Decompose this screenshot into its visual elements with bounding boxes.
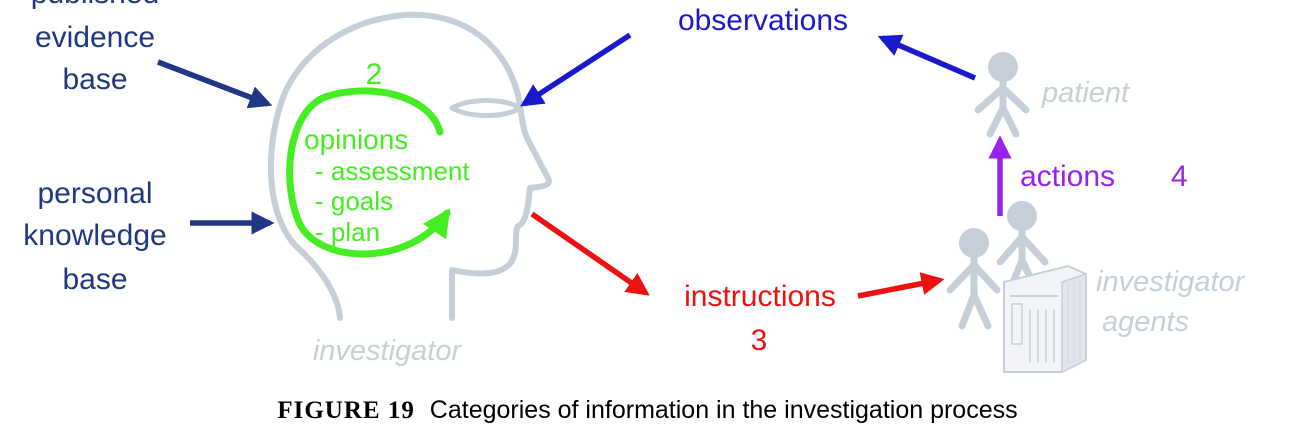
investigator-label: investigator bbox=[313, 335, 463, 367]
observations-label: observations bbox=[678, 4, 848, 37]
published-label-line3: base bbox=[62, 63, 127, 96]
computer-server-icon bbox=[1003, 264, 1087, 374]
instructions-arrow-in bbox=[530, 211, 650, 296]
patient-label: patient bbox=[1041, 77, 1131, 109]
published-label-line1: published bbox=[31, 0, 159, 10]
plan-label: - plan bbox=[315, 217, 380, 247]
cycle-arrow-icon bbox=[286, 87, 451, 258]
opinions-label: opinions bbox=[304, 124, 408, 155]
goals-label: - goals bbox=[315, 186, 393, 216]
instructions-arrow-out bbox=[857, 272, 945, 299]
instructions-number: 3 bbox=[751, 324, 768, 357]
personal-label-line3: base bbox=[62, 263, 127, 296]
patient-figure-icon bbox=[974, 52, 1030, 138]
actions-number: 4 bbox=[1171, 160, 1188, 193]
figure-number: FIGURE 19 bbox=[277, 397, 415, 424]
published-evidence-arrow bbox=[157, 59, 273, 109]
caption-text: Categories of information in the investi… bbox=[429, 396, 1018, 424]
instructions-label: instructions bbox=[684, 280, 836, 313]
published-label-line2: evidence bbox=[35, 21, 155, 54]
actions-label: actions bbox=[1020, 160, 1115, 193]
figure-caption: FIGURE 19 Categories of information in t… bbox=[0, 396, 1295, 425]
patient-observation-arrow bbox=[877, 34, 977, 81]
head-outline-icon bbox=[267, 11, 552, 321]
personal-label-line1: personal bbox=[37, 177, 152, 210]
agents-label-line1: investigator bbox=[1096, 266, 1246, 298]
personal-label-line2: knowledge bbox=[23, 219, 166, 252]
cycle-number: 2 bbox=[366, 58, 383, 91]
assessment-label: - assessment bbox=[315, 156, 470, 186]
agents-label-line2: agents bbox=[1102, 306, 1189, 338]
observations-arrow bbox=[520, 32, 632, 107]
